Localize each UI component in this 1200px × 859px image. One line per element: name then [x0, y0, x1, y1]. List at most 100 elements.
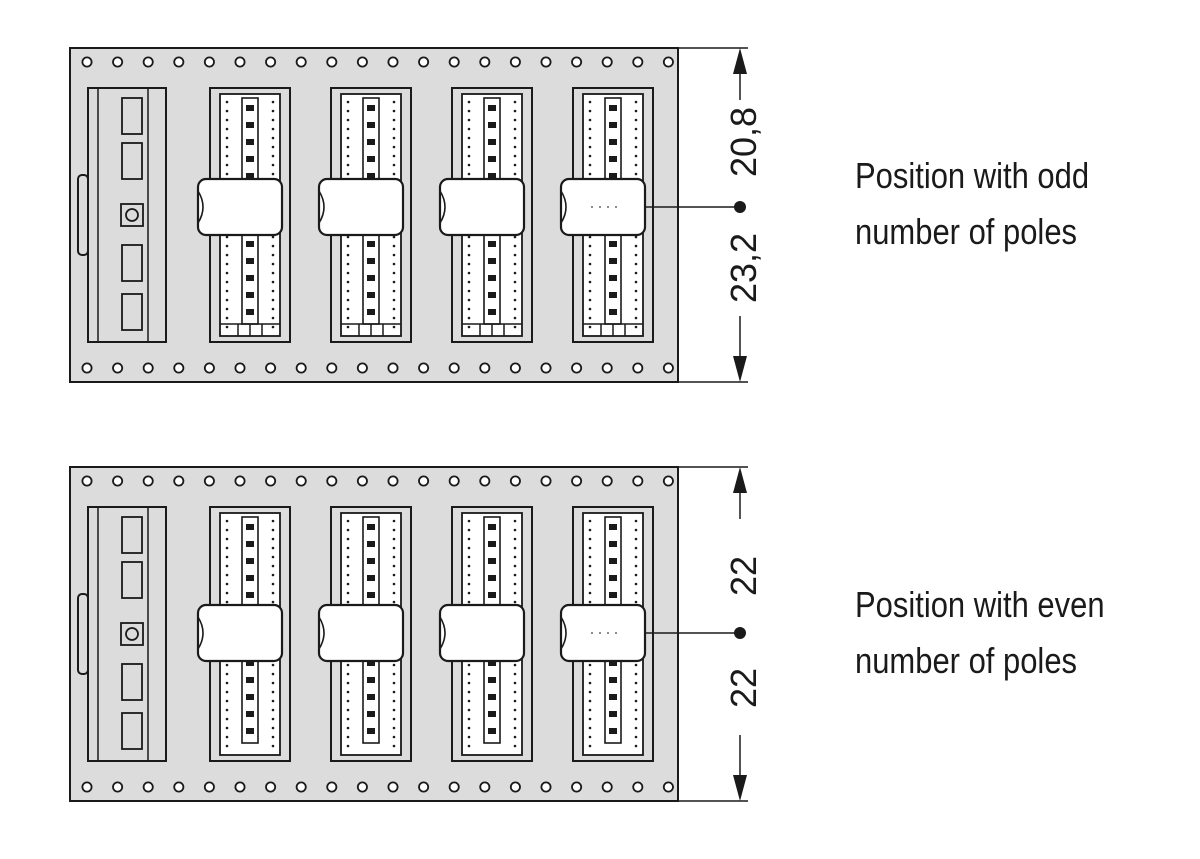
rail-hole — [662, 56, 674, 68]
rail-hole — [234, 56, 246, 68]
connector-dot — [467, 663, 471, 667]
connector-dot — [588, 271, 592, 275]
connector-dot — [513, 708, 517, 712]
connector-dot — [392, 591, 396, 595]
rail-hole — [632, 56, 644, 68]
connector-dot — [467, 163, 471, 167]
end-plate-latch — [77, 174, 89, 256]
connector-dot — [588, 136, 592, 140]
pin — [609, 139, 617, 145]
rail-hole — [540, 362, 552, 374]
connector-dot — [392, 744, 396, 748]
connector-dot — [271, 307, 275, 311]
connector-dot — [392, 145, 396, 149]
rail-hole — [142, 475, 154, 487]
pin — [367, 105, 375, 111]
connector-dot — [392, 528, 396, 532]
connector-dot — [271, 280, 275, 284]
connector-dot — [346, 262, 350, 266]
marker-carrier-latch — [318, 616, 325, 650]
connector-dot — [467, 546, 471, 550]
connector-dot — [392, 316, 396, 320]
connector-dot — [588, 100, 592, 104]
connector-dot — [588, 172, 592, 176]
pin — [609, 728, 617, 734]
pin — [367, 711, 375, 717]
marker-carrier-latch — [197, 190, 204, 224]
connector-dot — [588, 564, 592, 568]
rail-hole — [295, 362, 307, 374]
pin — [367, 541, 375, 547]
connector-dot — [467, 573, 471, 577]
end-plate-slot — [121, 516, 143, 554]
connector-dot — [225, 528, 229, 532]
connector-dot — [346, 519, 350, 523]
connector-dot — [346, 289, 350, 293]
pin — [488, 258, 496, 264]
rail-hole — [356, 362, 368, 374]
rail-hole — [601, 781, 613, 793]
connector-dot — [513, 154, 517, 158]
connector-dot — [271, 591, 275, 595]
connector-dot — [346, 582, 350, 586]
connector-dot — [634, 672, 638, 676]
connector-dot — [588, 307, 592, 311]
connector-dot — [346, 136, 350, 140]
connector-dot — [346, 172, 350, 176]
pin — [367, 241, 375, 247]
connector-dot — [271, 316, 275, 320]
connector-dot — [346, 672, 350, 676]
connector-dot — [346, 244, 350, 248]
connector-module — [438, 87, 533, 343]
connector-dot — [271, 546, 275, 550]
pin — [367, 575, 375, 581]
rail-hole — [81, 362, 93, 374]
connector-dot — [271, 163, 275, 167]
rail-hole — [234, 781, 246, 793]
odd-dimension-lower-label: 23,2 — [723, 233, 764, 303]
rail-hole — [662, 362, 674, 374]
connector-dot — [467, 672, 471, 676]
connector-dot — [513, 172, 517, 176]
end-plate-screw-box — [120, 622, 144, 646]
connector-dot — [271, 663, 275, 667]
connector-dot — [513, 244, 517, 248]
marker-carrier — [438, 177, 526, 237]
connector-dot — [392, 546, 396, 550]
end-plate — [87, 506, 167, 762]
connector-dot — [392, 672, 396, 676]
connector-dot — [392, 244, 396, 248]
pin — [246, 575, 254, 581]
end-plate-slot — [121, 561, 143, 599]
odd-caption-line-2: number of poles — [855, 211, 1078, 252]
connector-dot — [271, 127, 275, 131]
pin — [367, 173, 375, 179]
rail-hole — [295, 56, 307, 68]
rail-hole — [81, 475, 93, 487]
connector-dot — [346, 307, 350, 311]
pin — [488, 677, 496, 683]
connector-dot — [634, 118, 638, 122]
connector-dot — [634, 244, 638, 248]
connector-dot — [634, 726, 638, 730]
connector-dot — [634, 325, 638, 329]
connector-dot — [271, 136, 275, 140]
connector-dot — [513, 118, 517, 122]
connector-dot — [392, 307, 396, 311]
pin — [367, 728, 375, 734]
connector-dot — [634, 280, 638, 284]
connector-dot — [392, 163, 396, 167]
connector-dot — [467, 681, 471, 685]
even-poles-assembly — [69, 466, 748, 802]
rail-hole — [509, 475, 521, 487]
connector-dot — [513, 528, 517, 532]
connector-dot — [513, 136, 517, 140]
connector-dot — [392, 600, 396, 604]
connector-dot — [634, 591, 638, 595]
connector-dot — [271, 600, 275, 604]
pin — [246, 275, 254, 281]
rail-hole — [112, 56, 124, 68]
connector-dot — [634, 546, 638, 550]
connector-dot — [588, 546, 592, 550]
connector-dot — [634, 744, 638, 748]
